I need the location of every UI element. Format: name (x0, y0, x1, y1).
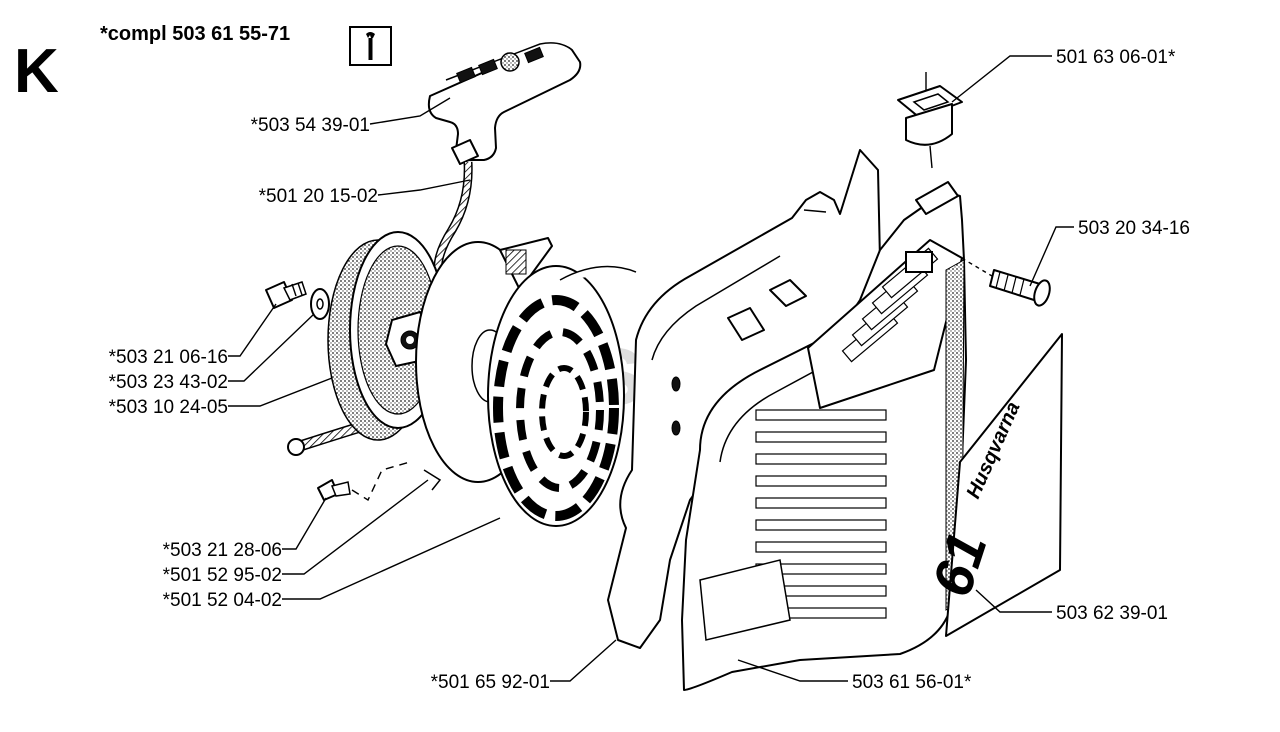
small-screw (265, 281, 307, 309)
leader-lines (228, 55, 1074, 682)
wrench-icon (349, 26, 392, 66)
part-label-bolt: 503 20 34-16 (1078, 218, 1190, 239)
part-label-decal: 503 62 39-01 (1056, 603, 1168, 624)
part-label-spring-cassette: *501 52 95-02 (163, 565, 282, 586)
cassette-screw (317, 461, 411, 502)
grommet (897, 72, 963, 169)
part-label-pulley: *503 10 24-05 (109, 397, 228, 418)
part-label-grommet: 501 63 06-01* (1056, 47, 1176, 68)
part-label-small-screw: *503 21 06-16 (109, 347, 228, 368)
pulley (327, 231, 447, 441)
starter-cover (681, 181, 967, 691)
bolt (947, 249, 1051, 307)
part-label-cover-plate: *501 65 92-01 (431, 672, 550, 693)
decal: Husqvarna 61 (919, 333, 1063, 637)
part-label-spring: *501 52 04-02 (163, 590, 282, 611)
part-label-washer: *503 23 43-02 (109, 372, 228, 393)
part-label-handle: *503 54 39-01 (251, 115, 370, 136)
part-label-starter-cover: 503 61 56-01* (852, 672, 972, 693)
assembly-label: *compl 503 61 55-71 (100, 23, 290, 45)
recoil-spring (487, 265, 637, 527)
part-label-cassette-screw: *503 21 28-06 (163, 540, 282, 561)
part-label-rope: *501 20 15-02 (259, 186, 378, 207)
section-letter: K (14, 37, 59, 106)
starter-handle (427, 42, 582, 165)
